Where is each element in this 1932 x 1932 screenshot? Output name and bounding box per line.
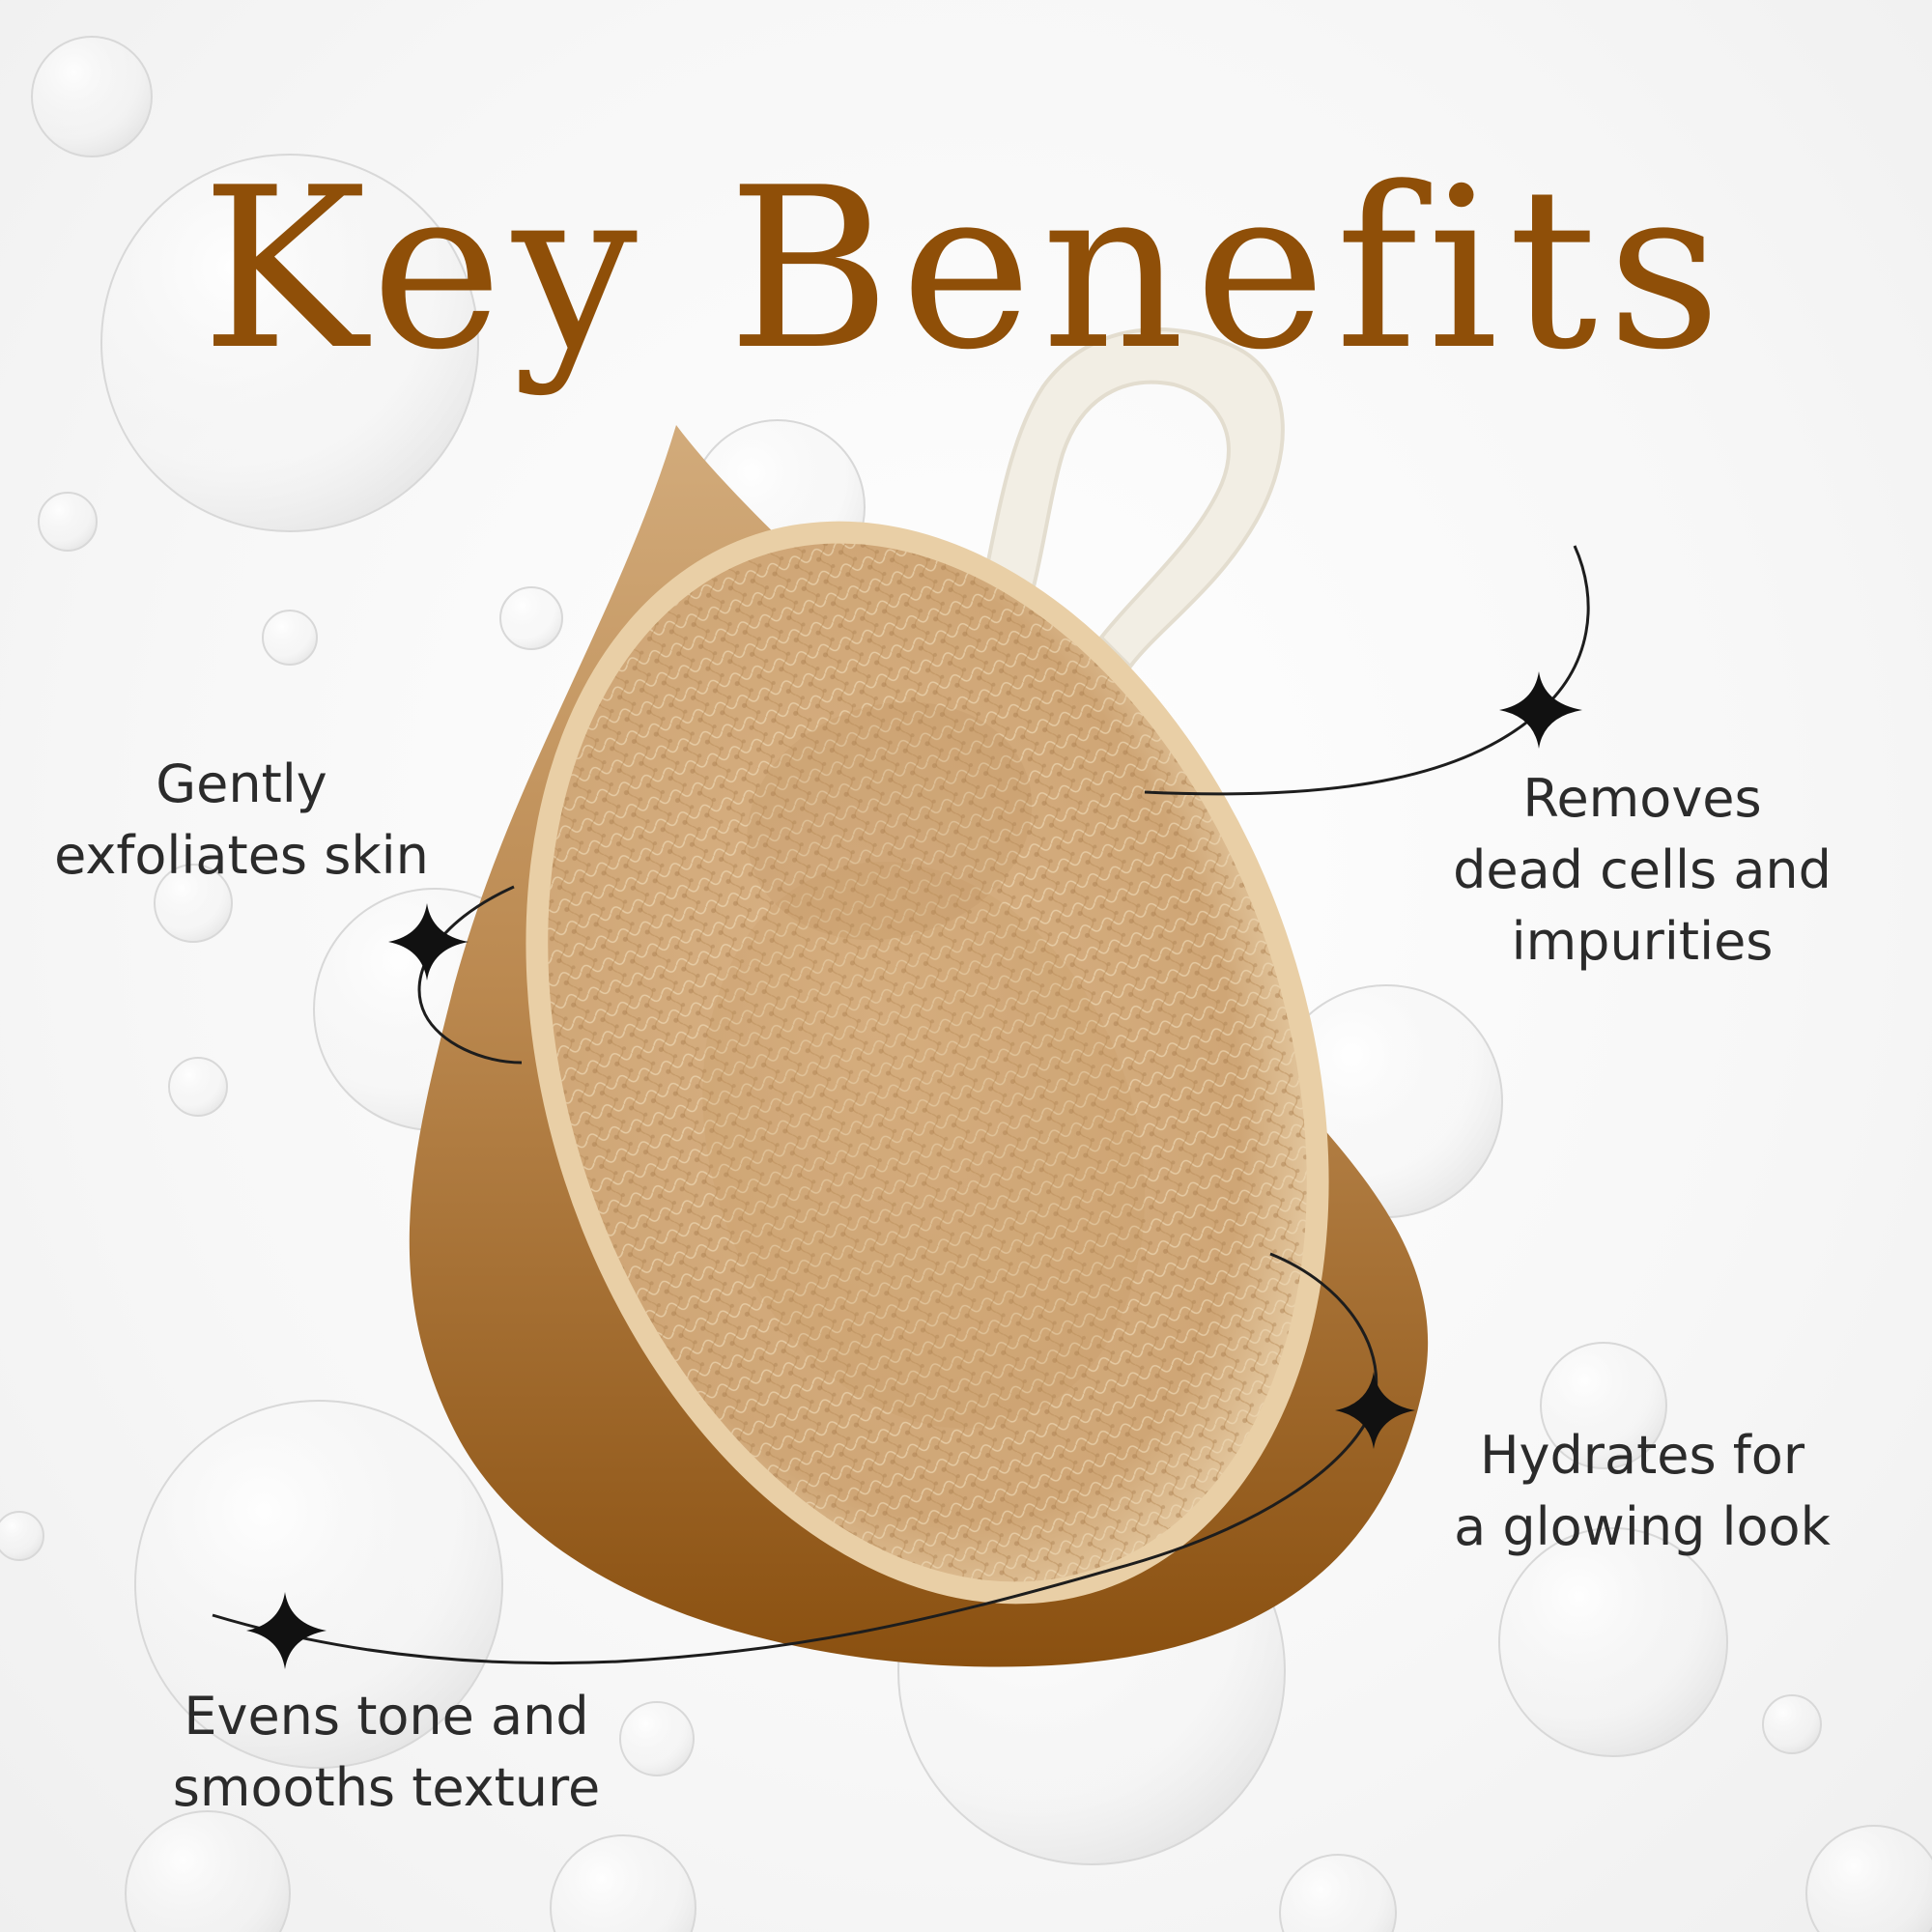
- benefit-gently-exfoliates: Gently exfoliates skin: [0, 749, 483, 892]
- page-title: Key Benefits: [201, 141, 1731, 399]
- benefit-line: Evens tone and: [184, 1686, 589, 1747]
- benefit-line: exfoliates skin: [54, 825, 429, 886]
- benefit-line: Removes: [1522, 768, 1762, 829]
- benefit-evens-tone: Evens tone and smooths texture: [77, 1681, 696, 1824]
- benefit-line: smooths texture: [172, 1757, 601, 1818]
- benefit-line: dead cells and: [1453, 839, 1832, 900]
- benefit-line: Hydrates for: [1479, 1425, 1805, 1486]
- loofah-loop: [973, 327, 1285, 670]
- connector-line-gently: [417, 885, 523, 1065]
- sparkle-star-icon: [246, 1592, 327, 1669]
- benefit-line: Gently: [156, 753, 327, 814]
- loofah-sponge-image: [526, 521, 1329, 1605]
- connector-line-removes: [1144, 545, 1590, 796]
- sparkle-star-icon: [388, 903, 469, 980]
- benefit-line: a glowing look: [1454, 1496, 1831, 1557]
- sparkle-star-icon: [1335, 1372, 1415, 1449]
- sparkle-star-icon: [1499, 671, 1582, 749]
- benefit-hydrates: Hydrates for a glowing look: [1372, 1420, 1913, 1563]
- benefit-removes-dead-cells: Removes dead cells and impurities: [1381, 763, 1903, 978]
- benefit-line: impurities: [1511, 911, 1774, 972]
